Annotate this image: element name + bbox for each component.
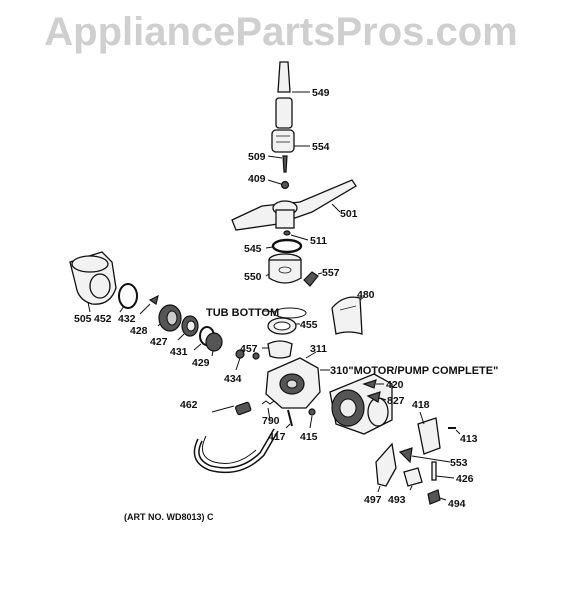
part-553-clip <box>398 447 451 464</box>
label-429: 429 <box>192 357 210 369</box>
label-790: 790 <box>262 415 280 427</box>
label-426: 426 <box>456 473 474 485</box>
part-409-nut <box>267 179 290 190</box>
part-tub-bottom-gasket <box>267 307 307 319</box>
part-310-motor <box>329 373 393 435</box>
label-455: 455 <box>300 319 318 331</box>
label-553: 553 <box>450 457 468 469</box>
label-554: 554 <box>312 141 330 153</box>
callout-motor-pump-complete: 310"MOTOR/PUMP COMPLETE" <box>330 365 498 377</box>
part-505-housing <box>69 251 117 313</box>
label-505: 505 <box>74 313 92 325</box>
part-511-clip <box>283 230 309 241</box>
part-415-washer <box>308 408 316 429</box>
label-417: 417 <box>268 431 286 443</box>
label-420: 420 <box>386 379 404 391</box>
part-434-bolts <box>235 349 260 371</box>
part-545-seal <box>265 238 303 254</box>
label-511: 511 <box>310 235 327 247</box>
part-790-spring <box>261 400 279 421</box>
label-431: 431 <box>170 346 188 358</box>
label-494: 494 <box>448 498 466 510</box>
label-415: 415 <box>300 431 318 443</box>
label-418: 418 <box>412 399 430 411</box>
part-429-cover <box>205 332 223 357</box>
label-457: 457 <box>240 343 258 355</box>
label-409: 409 <box>248 173 266 185</box>
label-462: 462 <box>180 399 198 411</box>
label-493: 493 <box>388 494 406 506</box>
part-432-washer <box>139 294 159 315</box>
label-827: 827 <box>387 395 405 407</box>
part-455-ring <box>267 317 300 335</box>
part-557-valve <box>303 271 323 287</box>
label-427: 427 <box>150 336 168 348</box>
part-452-clamp <box>118 283 138 313</box>
part-457-cap <box>262 340 293 359</box>
art-number: (ART NO. WD8013) C <box>124 512 214 522</box>
label-497: 497 <box>364 494 382 506</box>
part-480-shield <box>331 295 366 335</box>
label-545: 545 <box>244 243 262 255</box>
part-827-bracket <box>366 391 387 403</box>
label-432: 432 <box>118 313 136 325</box>
part-427-disk <box>177 315 199 341</box>
part-494-terminal <box>427 489 447 505</box>
part-462-hose <box>193 401 279 474</box>
part-509-screw <box>267 155 288 173</box>
part-417-screw <box>285 409 293 429</box>
label-557: 557 <box>322 267 340 279</box>
part-497-bracket <box>375 442 397 493</box>
part-426-pin <box>431 461 455 481</box>
part-420-clip <box>362 379 384 389</box>
part-550-hub <box>265 253 302 284</box>
part-311-pump-body <box>265 351 321 409</box>
part-554-tower-base <box>271 129 310 153</box>
label-452: 452 <box>94 313 112 325</box>
label-509: 509 <box>248 151 266 163</box>
part-428-impeller <box>157 304 182 332</box>
label-550: 550 <box>244 271 262 283</box>
part-493-switch <box>403 467 423 491</box>
label-434: 434 <box>224 373 242 385</box>
label-413: 413 <box>460 433 478 445</box>
label-549: 549 <box>312 87 330 99</box>
part-413-screw <box>448 427 461 435</box>
part-501-spray-arm <box>231 179 357 231</box>
part-549-tower <box>275 61 310 129</box>
label-480: 480 <box>357 289 375 301</box>
callout-tub-bottom: TUB BOTTOM <box>206 307 279 319</box>
label-428: 428 <box>130 325 148 337</box>
part-418-bracket <box>417 411 441 455</box>
label-501: 501 <box>340 208 358 220</box>
label-311: 311 <box>310 343 327 355</box>
watermark-logo: AppliancePartsPros.com <box>44 10 518 54</box>
